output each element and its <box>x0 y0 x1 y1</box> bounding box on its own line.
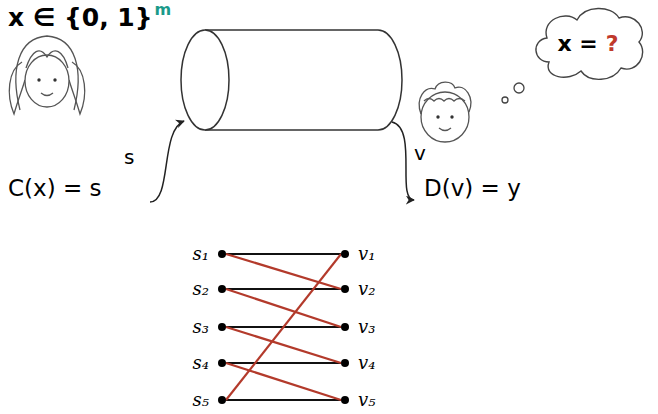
vertex-label: s₅ <box>193 389 209 410</box>
boy-curls <box>424 99 465 102</box>
thought-bubble: x =? <box>527 4 649 84</box>
hair-outline <box>16 36 78 110</box>
received-signal: v <box>414 142 426 164</box>
cylinder-mouth <box>181 30 229 130</box>
left-pigtail <box>9 62 25 114</box>
vertex-label: v₅ <box>358 389 375 410</box>
thought-text: x =? <box>527 4 649 84</box>
shifted-wire <box>226 363 341 400</box>
message-vector: x ∈ {0, 1} <box>8 4 153 32</box>
boy-eye <box>450 115 453 118</box>
straight-wire <box>226 399 341 401</box>
sender-vertex: s₅ <box>193 390 226 410</box>
straight-wire <box>226 362 341 364</box>
shifted-wire <box>226 327 341 363</box>
question-term: x = <box>557 32 597 56</box>
vertex-dot <box>218 396 226 404</box>
thought-dot <box>502 97 508 103</box>
boy-eye <box>436 115 439 118</box>
vertex-label-group: v₃ <box>358 317 375 337</box>
right-pigtail <box>69 62 85 114</box>
vertex-dot <box>218 359 226 367</box>
encoder-equation: C(x) = s <box>8 176 102 201</box>
vertex-label: v₂ <box>358 278 375 299</box>
cloud-path <box>536 8 643 79</box>
vertex-label-group: v₅ <box>358 390 375 410</box>
vertex-label-group: s₄ <box>193 353 209 373</box>
sender-vertex: s₁ <box>193 244 226 264</box>
vertex-label: s₃ <box>193 316 209 337</box>
shifted-wire <box>226 289 341 327</box>
vertex-dot <box>218 323 226 331</box>
vertex-dot <box>218 285 226 293</box>
girl-eye <box>37 78 40 81</box>
send-arrow <box>150 121 184 202</box>
vertex-label: v₄ <box>358 352 375 373</box>
thought-dot <box>514 83 524 93</box>
vertex-dot <box>218 250 226 258</box>
sent-signal: s <box>124 146 134 168</box>
girl-face <box>25 55 69 107</box>
question-mark: ? <box>606 32 619 56</box>
receiver-boy <box>419 82 471 142</box>
decoder-equation: D(v) = y <box>424 176 521 201</box>
shifted-wire <box>226 254 341 400</box>
sender-vertex: s₂ <box>193 279 226 299</box>
vertex-label: v₁ <box>358 243 375 264</box>
sender-girl <box>9 36 84 114</box>
vertex-label: v₃ <box>358 316 375 337</box>
boy-hair <box>419 82 471 114</box>
vertex-dot <box>341 323 349 331</box>
vertex-dot <box>341 250 349 258</box>
receive-arrow <box>392 122 414 200</box>
straight-wire <box>226 288 341 290</box>
receiver-vertex: v₅ <box>341 390 375 410</box>
receiver-vertex: v₃ <box>341 317 375 337</box>
vertex-label-group: v₄ <box>358 353 375 373</box>
vertex-dot <box>341 285 349 293</box>
receiver-vertex: v₄ <box>341 353 375 373</box>
girl-eye <box>53 78 56 81</box>
sender-vertex: s₄ <box>193 353 226 373</box>
shifted-wire <box>226 254 341 289</box>
girl-bangs <box>26 51 68 68</box>
vertex-label-group: v₁ <box>358 244 375 264</box>
channel-cylinder <box>181 30 402 130</box>
vertex-label-group: s₃ <box>193 317 209 337</box>
straight-wire <box>226 253 341 255</box>
vector-length: m <box>155 1 172 19</box>
vertex-label-group: s₁ <box>193 244 209 264</box>
vertex-label-group: s₂ <box>193 279 209 299</box>
receiver-vertex: v₁ <box>341 244 375 264</box>
boy-smile <box>439 128 451 131</box>
cylinder-body <box>205 30 402 130</box>
vertex-dot <box>341 396 349 404</box>
receiver-vertex: v₂ <box>341 279 375 299</box>
sender-vertex: s₃ <box>193 317 226 337</box>
vertex-label: s₂ <box>193 278 209 299</box>
boy-face <box>421 92 469 142</box>
vertex-dot <box>341 359 349 367</box>
vertex-label: s₁ <box>193 243 209 264</box>
vertex-label: s₄ <box>193 352 209 373</box>
girl-smile <box>41 93 53 96</box>
vertex-label-group: s₅ <box>193 390 209 410</box>
vertex-label-group: v₂ <box>358 279 375 299</box>
